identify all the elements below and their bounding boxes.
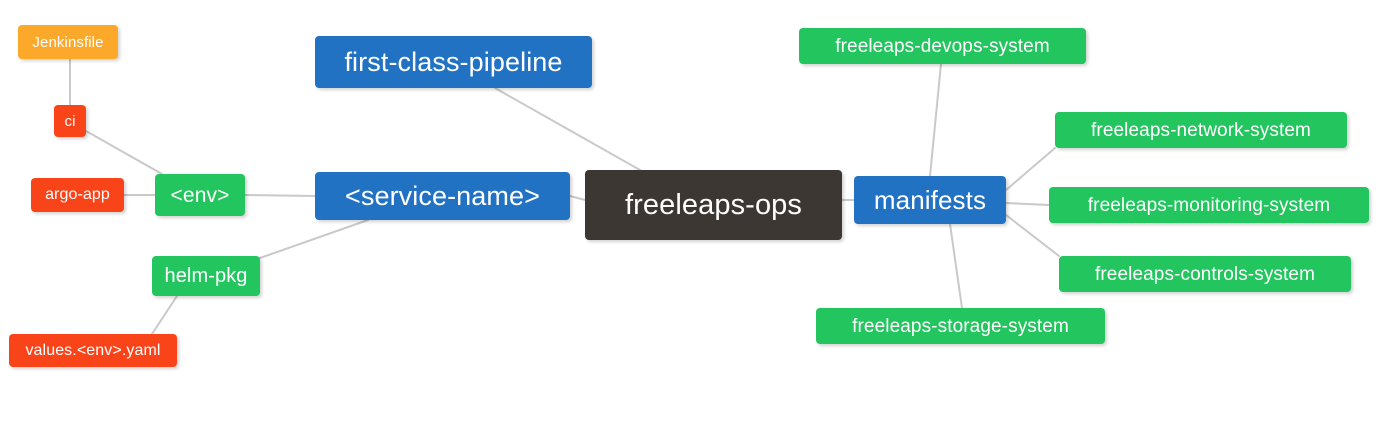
node-helm-pkg[interactable]: helm-pkg <box>152 256 260 296</box>
node-values-yaml[interactable]: values.<env>.yaml <box>9 334 177 367</box>
node-ops[interactable]: freeleaps-ops <box>585 170 842 240</box>
edge-manifests-to-controls <box>1005 214 1060 257</box>
edge-manifests-to-monitoring <box>1005 202 1050 206</box>
node-network[interactable]: freeleaps-network-system <box>1055 112 1347 148</box>
node-pipeline[interactable]: first-class-pipeline <box>315 36 592 88</box>
edge-ci-to-env <box>85 130 163 175</box>
edge-pipeline-to-ops <box>494 87 641 171</box>
node-monitoring[interactable]: freeleaps-monitoring-system <box>1049 187 1369 223</box>
node-ci[interactable]: ci <box>54 105 86 137</box>
edge-manifests-to-network <box>1005 147 1056 191</box>
node-service-name[interactable]: <service-name> <box>315 172 570 220</box>
node-storage[interactable]: freeleaps-storage-system <box>816 308 1105 344</box>
node-jenkinsfile[interactable]: Jenkinsfile <box>18 25 118 59</box>
edge-manifests-to-storage <box>949 223 963 309</box>
node-manifests[interactable]: manifests <box>854 176 1006 224</box>
edge-values-yaml-to-helm-pkg <box>151 295 178 335</box>
edge-service-name-to-ops <box>569 195 586 201</box>
node-devops[interactable]: freeleaps-devops-system <box>799 28 1086 64</box>
node-env[interactable]: <env> <box>155 174 245 216</box>
node-argo-app[interactable]: argo-app <box>31 178 124 212</box>
edge-env-to-service-name <box>244 194 316 197</box>
edge-manifests-to-devops <box>929 63 942 177</box>
edge-helm-pkg-to-service-name <box>259 219 369 259</box>
node-controls[interactable]: freeleaps-controls-system <box>1059 256 1351 292</box>
